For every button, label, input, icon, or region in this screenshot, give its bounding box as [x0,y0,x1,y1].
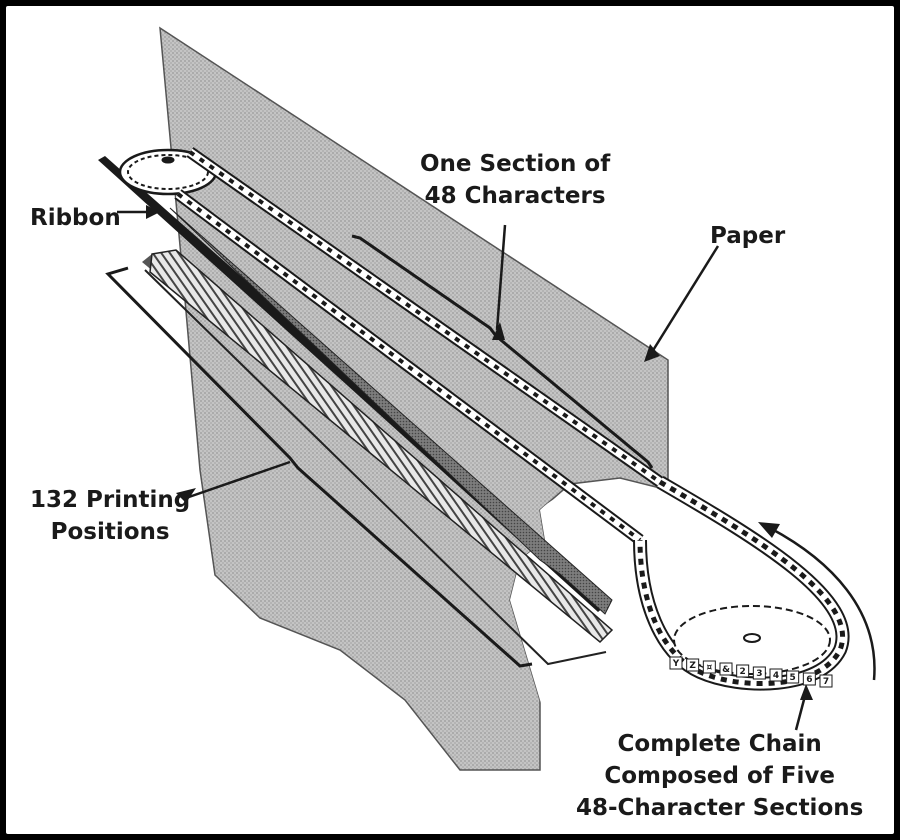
chain-slug [752,666,766,680]
print-chain [118,147,850,691]
chain-slug-character: ¤ [706,663,712,673]
chain-slug-character: 4 [773,671,779,681]
ribbon-label: Ribbon [30,205,121,231]
chain-slug [736,664,750,678]
chain-slug-character: 2 [740,667,746,677]
chain-slug-character: & [722,665,730,675]
chain-slug-character: 5 [790,673,796,683]
paper-label: Paper [710,223,786,249]
chain-slug-character: 3 [756,669,762,679]
ribbon [98,156,613,615]
chain-slug-character: 7 [823,677,829,687]
chain-slug [769,668,783,682]
chain-slug [702,660,716,674]
arrowheads [146,205,813,700]
chain-slug [802,672,816,686]
hammer-bank [142,249,614,666]
chain-slug-character: Y [672,659,680,669]
chain-slug [786,670,800,684]
chain-slug [719,662,733,676]
chain-slug [686,658,700,672]
chain-slug [669,656,683,670]
chain-slug [819,674,833,688]
callout-lines [105,210,876,731]
chain-slug-character: 6 [806,675,812,685]
chain-slug-character: Z [689,661,696,671]
